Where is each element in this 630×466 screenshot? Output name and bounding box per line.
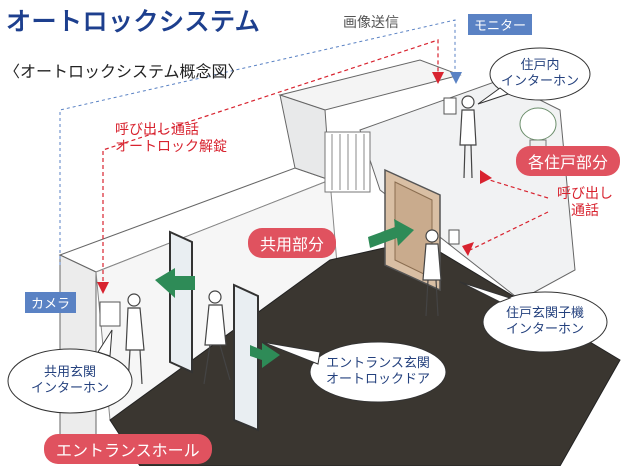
- green-arrow-entrance: [155, 268, 195, 298]
- bubble-lobby-intercom: [7, 329, 133, 414]
- signal-arrow-blue: [450, 72, 462, 84]
- signal-arrow-unit-top: [480, 170, 492, 184]
- autolock-door-text: エントランス玄関 オートロックドア: [322, 356, 434, 388]
- entry-sub-device: [448, 229, 460, 245]
- lobby-intercom-text: 共用玄関 インターホン: [20, 365, 120, 397]
- bubble-autolock-door: [261, 341, 447, 403]
- signal-arrow-unit-bottom: [462, 242, 474, 256]
- autolock-door-line-2: オートロックドア: [325, 372, 430, 387]
- image-transmission-label: 画像送信: [343, 15, 399, 31]
- lobby-intercom-device: [99, 301, 121, 327]
- lobby-intercom-line-1: 共用玄関: [43, 365, 96, 380]
- person-resident: [459, 95, 477, 179]
- common-area-tag: 共用部分: [248, 228, 337, 258]
- page-subtitle: 〈オートロックシステム概念図〉: [4, 62, 244, 81]
- unit-monitor-device: [443, 97, 457, 115]
- bubble-unit-intercom: [477, 47, 591, 105]
- lobby-intercom-line-2: インターホン: [30, 381, 109, 396]
- bubble-entry-sub: [459, 281, 608, 353]
- entry-sub-line-1: 住戸玄関子機: [505, 306, 584, 321]
- call-label: 呼び出し 通話: [557, 186, 613, 220]
- window-blinds: [324, 131, 371, 193]
- entrance-door-frame: [169, 230, 259, 432]
- green-arrow-unit: [368, 219, 414, 248]
- person-walking: [203, 290, 231, 385]
- unit-intercom-line-2: インターホン: [500, 74, 579, 89]
- back-wall-top: [278, 59, 462, 111]
- person-visitor: [422, 229, 442, 317]
- page-title: オートロックシステム: [6, 7, 261, 36]
- call-unlock-line-1: 呼び出し通話: [115, 122, 199, 138]
- camera-tag: カメラ: [25, 292, 77, 313]
- call-unlock-label: 呼び出し通話 オートロック解錠: [115, 122, 227, 156]
- call-line-2: 通話: [571, 203, 599, 219]
- unit-intercom-line-1: 住戸内: [520, 58, 560, 73]
- green-arrow-door: [250, 343, 280, 368]
- call-unlock-line-2: オートロック解錠: [115, 139, 227, 155]
- entry-sub-line-2: インターホン: [505, 322, 584, 337]
- autolock-door-line-1: エントランス玄関: [326, 356, 430, 371]
- signal-line-unit-call: [469, 177, 549, 251]
- call-line-1: 呼び出し: [557, 186, 613, 202]
- signal-arrow-to-lobby: [97, 282, 109, 294]
- signal-arrow-to-unit: [432, 72, 444, 84]
- entry-sub-text: 住戸玄関子機 インターホン: [494, 306, 596, 338]
- monitor-tag: モニター: [468, 14, 533, 35]
- entrance-hall-tag: エントランスホール: [44, 434, 212, 464]
- each-unit-tag: 各住戸部分: [516, 146, 621, 176]
- signal-line-call-unlock: [102, 39, 439, 288]
- unit-intercom-text: 住戸内 インターホン: [498, 58, 582, 90]
